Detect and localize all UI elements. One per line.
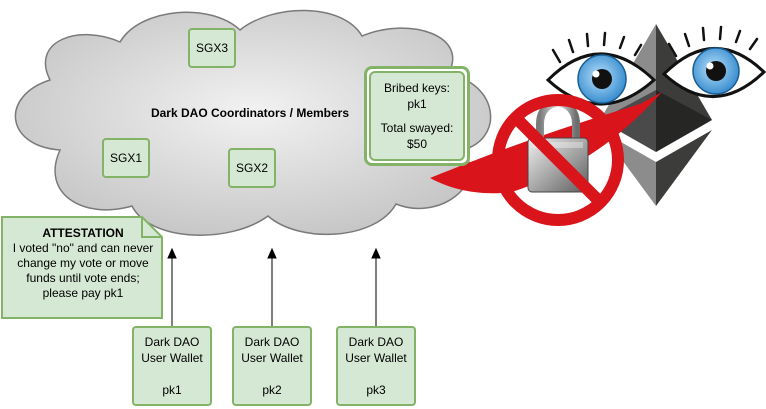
prohibition-sign [492, 94, 624, 226]
attestation-title: ATTESTATION [42, 226, 124, 240]
wallet-key: pk1 [162, 383, 182, 397]
wallet-subtitle: User Wallet [141, 351, 203, 365]
user-wallet: Dark DAO User Wallet pk2 [232, 326, 312, 406]
eye-icon [661, 25, 766, 98]
sgx-label: SGX1 [109, 151, 142, 165]
attestation-note [1, 216, 163, 319]
attestation-line: please pay pk1 [42, 286, 124, 300]
bribed-keys-label: Bribed keys: [383, 81, 451, 95]
wallet-subtitle: User Wallet [241, 351, 303, 365]
user-wallet: Dark DAO User Wallet pk3 [336, 326, 416, 406]
sgx-label: SGX2 [235, 161, 268, 175]
cloud-title: Dark DAO Coordinators / Members [150, 106, 350, 120]
total-swayed-value: $50 [406, 137, 428, 151]
sgx-node: SGX1 [102, 138, 150, 178]
arrow [167, 247, 177, 326]
sgx-node: SGX3 [188, 28, 236, 68]
wallet-title: Dark DAO [348, 335, 404, 349]
attestation-line: change my vote or move [17, 256, 149, 270]
bribed-keys-value: pk1 [407, 97, 427, 111]
total-swayed-label: Total swayed: [380, 121, 454, 135]
bribed-keys-box: Bribed keys: pk1 Total swayed: $50 [364, 66, 470, 166]
attestation-line: I voted "no" and can never [12, 241, 154, 255]
wallet-title: Dark DAO [144, 335, 200, 349]
arrow [267, 247, 277, 326]
arrow [371, 247, 381, 326]
wallet-subtitle: User Wallet [345, 351, 407, 365]
attestation-text: ATTESTATION I voted "no" and can never c… [4, 226, 162, 316]
sgx-label: SGX3 [195, 41, 228, 55]
wallet-title: Dark DAO [244, 335, 300, 349]
user-wallet: Dark DAO User Wallet pk1 [132, 326, 212, 406]
attestation-line: funds until vote ends; [26, 271, 140, 285]
wallet-key: pk3 [366, 383, 386, 397]
eye-icon [545, 31, 657, 106]
sgx-node: SGX2 [228, 148, 276, 188]
wallet-key: pk2 [262, 383, 282, 397]
